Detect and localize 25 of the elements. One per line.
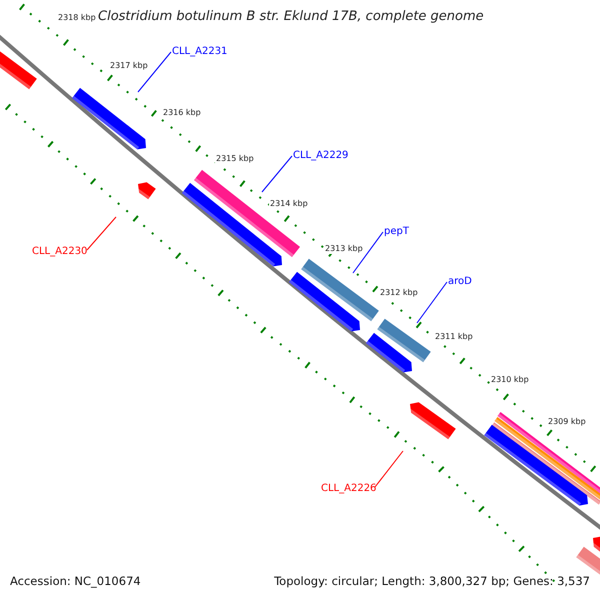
position-label: 2316 kbp	[162, 108, 202, 118]
gene-label: CLL_A2229	[293, 150, 348, 162]
gene-label: CLL_A2231	[172, 46, 228, 58]
diagram-title: Clostridium botulinum B str. Eklund 17B, complete genome	[98, 9, 484, 24]
leader-line	[262, 156, 292, 192]
position-label: 2317 kbp	[109, 61, 149, 71]
gene-label: CLL_A2226	[321, 483, 376, 495]
leader-line	[138, 52, 172, 92]
position-label: 2313 kbp	[324, 244, 364, 254]
gene-label: pepT	[384, 226, 409, 238]
position-label: 2311 kbp	[434, 332, 474, 342]
position-label: 2314 kbp	[269, 199, 309, 209]
accession-label: Accession: NC_010674	[10, 574, 141, 588]
position-label: 2309 kbp	[547, 417, 587, 427]
genome-summary: Topology: circular; Length: 3,800,327 bp; Genes: 3,537	[274, 574, 590, 588]
leader-line	[416, 282, 448, 324]
position-label: 2318 kbp	[57, 13, 97, 23]
leader-line	[86, 216, 116, 250]
gene-label: aroD	[448, 276, 472, 288]
position-label: 2312 kbp	[379, 288, 419, 298]
position-label: 2310 kbp	[490, 375, 530, 385]
gene-label: CLL_A2230	[32, 246, 88, 258]
leader-line	[352, 232, 384, 274]
leader-line	[374, 450, 404, 488]
position-label: 2315 kbp	[215, 154, 255, 164]
